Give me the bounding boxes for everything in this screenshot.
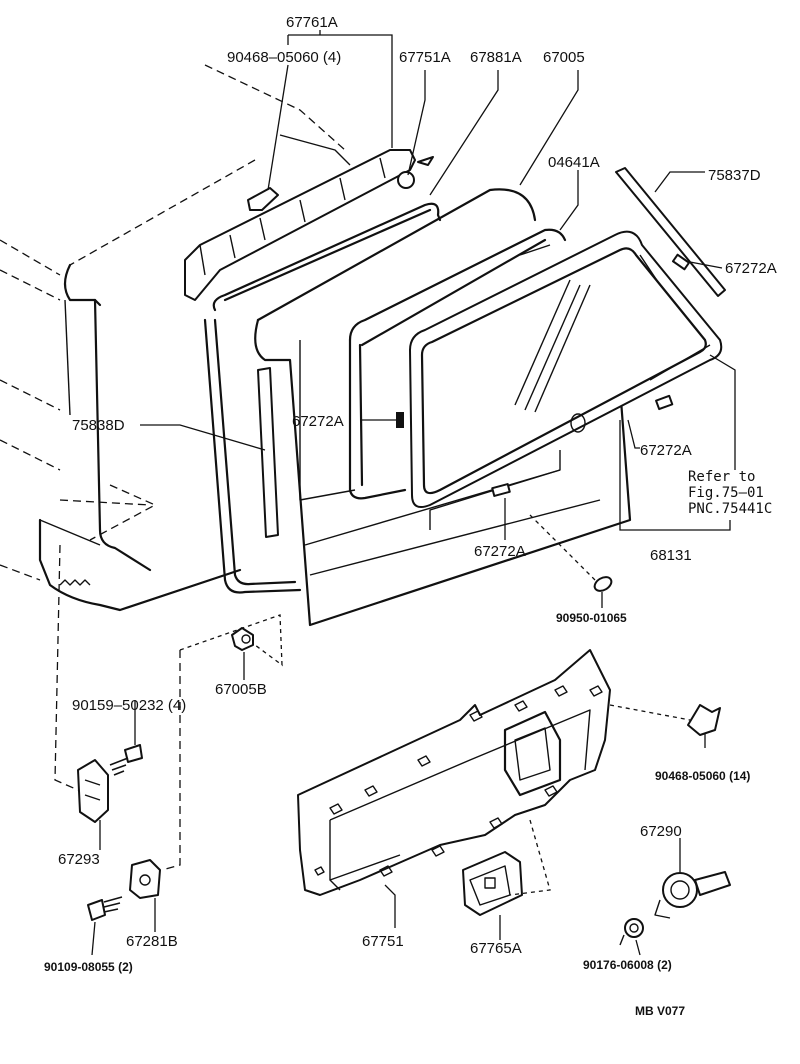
screw-90159-50232[interactable] bbox=[109, 744, 143, 776]
label-68131: 68131 bbox=[650, 547, 692, 564]
lock-cylinder-67290[interactable] bbox=[654, 871, 731, 919]
bolt-90109-08055[interactable] bbox=[87, 896, 123, 921]
bracket-67281B[interactable] bbox=[129, 859, 161, 899]
leader-67005B bbox=[179, 614, 283, 667]
leader-67765A bbox=[509, 819, 551, 896]
nut-90176-06008[interactable] bbox=[619, 918, 644, 946]
leader-clip-14 bbox=[609, 704, 691, 721]
label-90176-06008-2: 90176-06008 (2) bbox=[583, 958, 672, 972]
leader-lines bbox=[91, 30, 736, 956]
spoiler-67761A[interactable] bbox=[184, 149, 416, 301]
refer-line-1: Refer to bbox=[688, 469, 755, 485]
trim-board-67751[interactable] bbox=[297, 649, 611, 896]
label-67761A: 67761A bbox=[286, 14, 338, 31]
label-67881A: 67881A bbox=[470, 49, 522, 66]
label-67751A: 67751A bbox=[399, 49, 451, 66]
label-67272A-mid: 67272A bbox=[292, 413, 344, 430]
moulding-75838D[interactable] bbox=[257, 367, 279, 538]
clip-90468-05060[interactable] bbox=[247, 187, 279, 211]
label-67005: 67005 bbox=[543, 49, 585, 66]
refer-line-3: PNC.75441C bbox=[688, 501, 772, 517]
vehicle-body-outline bbox=[0, 64, 351, 612]
label-67272A-bottom: 67272A bbox=[474, 543, 526, 560]
label-67005B: 67005B bbox=[215, 681, 267, 698]
label-67765A: 67765A bbox=[470, 940, 522, 957]
clip-67751A[interactable] bbox=[397, 156, 434, 189]
cushion-67272A-right[interactable] bbox=[655, 394, 674, 411]
label-67281B: 67281B bbox=[126, 933, 178, 950]
leader-plug bbox=[529, 514, 596, 581]
label-67290: 67290 bbox=[640, 823, 682, 840]
label-90950-01065: 90950-01065 bbox=[556, 611, 627, 625]
plug-90950-01065[interactable] bbox=[592, 574, 614, 593]
hinge-67293[interactable] bbox=[77, 759, 109, 823]
label-90468-05060-14: 90468-05060 (14) bbox=[655, 769, 750, 783]
back-door-67005[interactable] bbox=[254, 188, 632, 627]
leader-hinge bbox=[54, 544, 79, 791]
label-90468-05060-4: 90468–05060 (4) bbox=[227, 49, 341, 66]
label-90159-50232-4: 90159–50232 (4) bbox=[72, 697, 186, 714]
clip-90468-05060-14[interactable] bbox=[687, 704, 721, 736]
label-04641A: 04641A bbox=[548, 154, 600, 171]
label-67751: 67751 bbox=[362, 933, 404, 950]
handle-cover-67765A[interactable] bbox=[462, 851, 523, 916]
trim-board-clip-holes bbox=[314, 685, 603, 877]
leader-bracket bbox=[161, 650, 181, 871]
weatherstrip-67881A[interactable] bbox=[203, 202, 442, 594]
refer-line-2: Fig.75–01 bbox=[688, 485, 764, 501]
glass-frame-04641A[interactable] bbox=[348, 228, 567, 500]
label-90109-08055-2: 90109-08055 (2) bbox=[44, 960, 133, 974]
label-67272A-top: 67272A bbox=[725, 260, 777, 277]
back-window-glass[interactable] bbox=[409, 230, 723, 508]
label-67272A-right: 67272A bbox=[640, 442, 692, 459]
label-75837D: 75837D bbox=[708, 167, 761, 184]
cushion-67272A-top[interactable] bbox=[671, 253, 691, 271]
cushion-67272A-mid[interactable] bbox=[396, 412, 404, 428]
diagram-code: MB V077 bbox=[635, 1004, 685, 1018]
label-75838D: 75838D bbox=[72, 417, 125, 434]
label-67293: 67293 bbox=[58, 851, 100, 868]
cushion-67272A-bottom[interactable] bbox=[491, 483, 511, 497]
